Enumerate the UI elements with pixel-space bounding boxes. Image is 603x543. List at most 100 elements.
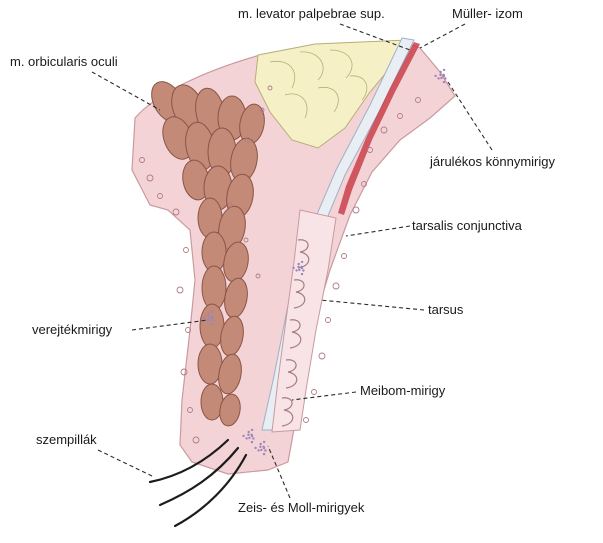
tissue-cell bbox=[176, 286, 184, 294]
tissue-cell bbox=[415, 97, 421, 103]
leader-lashes bbox=[97, 449, 153, 477]
tissue-cell bbox=[325, 317, 331, 323]
orbital-fat bbox=[254, 39, 409, 149]
label-orbicularis: m. orbicularis oculi bbox=[10, 54, 118, 69]
muscle-bundle bbox=[219, 393, 241, 427]
gland-dot bbox=[434, 74, 437, 78]
gland-dot bbox=[250, 428, 254, 432]
gland-dot bbox=[259, 445, 262, 448]
gland-dot bbox=[257, 449, 260, 452]
gland-dot bbox=[205, 319, 208, 322]
leader-tarsus bbox=[319, 299, 425, 311]
gland-dot bbox=[207, 312, 210, 316]
tissue-cell bbox=[139, 157, 145, 163]
gland-dot bbox=[210, 322, 214, 326]
tissue-cell bbox=[146, 174, 154, 182]
eyelashes bbox=[148, 438, 248, 528]
leader-conjunctiva bbox=[345, 225, 411, 237]
gland-dot bbox=[250, 433, 253, 436]
gland-dot bbox=[442, 80, 446, 84]
tissue-cell bbox=[183, 247, 189, 253]
muller-muscle bbox=[338, 42, 420, 215]
tissue-cell bbox=[303, 417, 309, 423]
tissue-cell bbox=[245, 137, 251, 143]
meibom-gland-coils bbox=[281, 239, 310, 427]
gland-dot bbox=[207, 315, 210, 318]
accessory-glands bbox=[202, 68, 447, 456]
gland-dot bbox=[242, 434, 245, 438]
gland-dot bbox=[297, 265, 300, 268]
tissue-cell bbox=[187, 407, 193, 413]
gland-dot bbox=[264, 449, 267, 452]
leader-lacrimal bbox=[447, 81, 493, 151]
gland-dot bbox=[300, 265, 303, 268]
gland-dot bbox=[202, 316, 205, 320]
label-sweat: verejtékmirigy bbox=[32, 322, 113, 337]
gland-dot bbox=[254, 446, 257, 450]
gland-dot bbox=[300, 260, 304, 264]
label-zeis-moll: Zeis- és Moll-mirigyek bbox=[238, 500, 365, 515]
tissue-cell bbox=[332, 282, 340, 290]
gland-dot bbox=[442, 73, 445, 77]
tissue-cell bbox=[341, 253, 347, 259]
tissue-cell bbox=[380, 126, 388, 134]
tissue-cell bbox=[172, 208, 180, 216]
tissue-cell bbox=[243, 237, 249, 243]
gland-dot bbox=[248, 436, 251, 440]
gland-dot bbox=[295, 269, 298, 272]
label-meibom: Meibom-mirigy bbox=[360, 383, 446, 398]
tissue-cell bbox=[318, 352, 326, 360]
gland-dot bbox=[250, 440, 254, 444]
orbicularis-muscle-bundles bbox=[151, 81, 265, 427]
tissue-cell bbox=[267, 85, 273, 91]
gland-dot bbox=[260, 448, 263, 452]
gland-dot bbox=[439, 70, 442, 74]
gland-dot bbox=[212, 319, 215, 322]
gland-dot bbox=[262, 440, 266, 444]
gland-dot bbox=[437, 77, 440, 80]
gland-dot bbox=[298, 268, 301, 272]
label-lacrimal: járulékos könnymirigy bbox=[430, 154, 555, 169]
tissue-cell bbox=[367, 147, 373, 153]
tissue-cells bbox=[139, 85, 421, 444]
gland-dot bbox=[247, 433, 250, 436]
gland-dot bbox=[439, 73, 442, 77]
tissue-cell bbox=[352, 206, 360, 214]
tissue-cell bbox=[185, 327, 191, 333]
gland-dot bbox=[259, 442, 262, 446]
gland-dot bbox=[210, 310, 214, 314]
tissue-cell bbox=[397, 113, 403, 119]
tissue-cell bbox=[192, 436, 200, 444]
leader-muller bbox=[419, 23, 466, 49]
leader-sweat bbox=[131, 319, 209, 331]
gland-dot bbox=[442, 68, 446, 72]
tarsus-plate bbox=[271, 209, 337, 433]
gland-dot bbox=[297, 262, 300, 266]
gland-dot bbox=[262, 445, 265, 448]
leader-levator bbox=[339, 23, 411, 51]
gland-dot bbox=[292, 266, 295, 270]
gland-dot bbox=[210, 315, 213, 318]
tissue-cell bbox=[311, 389, 317, 395]
gland-dot bbox=[252, 437, 255, 440]
label-levator: m. levator palpebrae sup. bbox=[238, 6, 385, 21]
muscle-bundle bbox=[218, 353, 242, 395]
gland-dot bbox=[440, 76, 443, 80]
label-conjunctiva: tarsalis conjunctiva bbox=[412, 218, 522, 233]
fat-lobules bbox=[269, 49, 368, 119]
tissue-cell bbox=[259, 107, 265, 113]
leader-orbicularis bbox=[91, 71, 161, 111]
tissue-cell bbox=[180, 368, 188, 376]
label-tarsus: tarsus bbox=[428, 302, 464, 317]
muscle-bundle bbox=[201, 265, 227, 311]
tissue-cell bbox=[227, 202, 233, 208]
tissue-cell bbox=[361, 181, 367, 187]
label-lashes: szempillák bbox=[36, 432, 97, 447]
gland-dot bbox=[444, 77, 447, 80]
gland-dot bbox=[302, 269, 305, 272]
tissue-cell bbox=[157, 193, 163, 199]
gland-dot bbox=[262, 452, 266, 456]
leader-zeis-moll bbox=[267, 445, 291, 499]
